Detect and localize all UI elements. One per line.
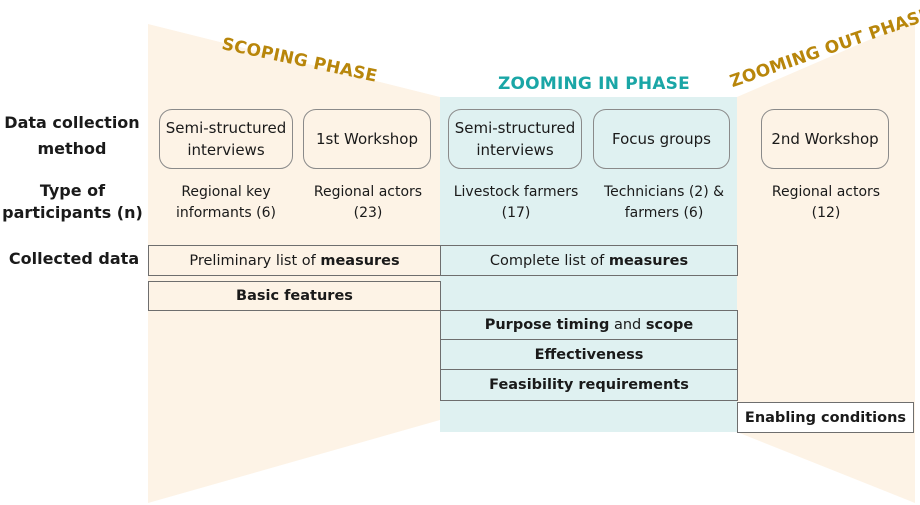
zooming-in-phase-title: ZOOMING IN PHASE (498, 74, 690, 94)
participants-regional-actors-23: Regional actors(23) (313, 184, 423, 221)
basic-features: Basic features (148, 281, 441, 311)
data-collection-method-label: Data collection method (4, 113, 140, 158)
effectiveness: Effectiveness (440, 339, 738, 370)
participants-technicians-farmers: Technicians (2) &farmers (6) (603, 184, 725, 221)
collected-data-label: Collected data (8, 249, 140, 268)
purpose-timing-and-scope: Purpose timing and scope (440, 310, 738, 340)
participants-regional-actors-12: Regional actors(12) (771, 184, 881, 221)
complete-list-of-measures: Complete list of measures (440, 245, 738, 276)
preliminary-list-of-measures: Preliminary list of measures (148, 245, 441, 276)
feasibility-requirements: Feasibility requirements (440, 369, 738, 401)
enabling-conditions: Enabling conditions (737, 402, 914, 433)
participants-livestock-farmers: Livestock farmers(17) (453, 184, 579, 221)
method-2nd-workshop: 2nd Workshop (761, 109, 889, 169)
method-1st-workshop: 1st Workshop (303, 109, 431, 169)
participants-label: Type of participants (n) (2, 181, 143, 222)
method-focus-groups: Focus groups (593, 109, 730, 169)
